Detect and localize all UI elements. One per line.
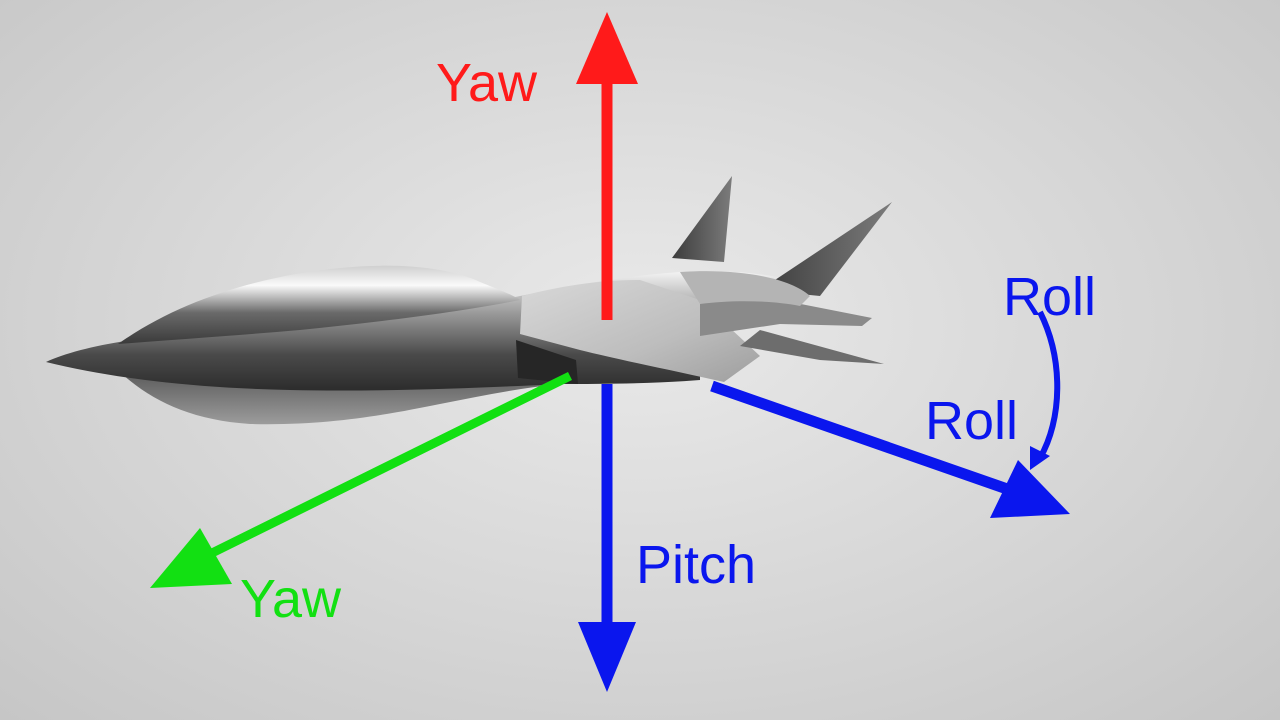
yaw-axis-up-arrowhead: [576, 12, 638, 84]
yaw-axis-green-arrowhead: [150, 528, 232, 588]
roll-top-label: Roll: [1003, 267, 1097, 327]
aircraft-canopy: [118, 265, 520, 344]
roll-rotation-arrowhead: [1030, 446, 1050, 470]
pitch-axis-arrowhead: [578, 622, 636, 692]
yaw-axis-up-arrow: [576, 12, 638, 320]
pitch-axis-arrow: [578, 384, 636, 692]
aircraft-lower-fin: [740, 330, 884, 364]
yaw-axis-green-arrow: [150, 371, 572, 588]
roll-axis-arrowhead: [990, 460, 1070, 518]
aircraft-illustration: [46, 176, 892, 425]
aircraft-fin-1: [672, 176, 732, 262]
roll-axis-arrow: [710, 380, 1070, 518]
aircraft-tailplane: [700, 296, 872, 336]
aircraft-fin-2: [760, 202, 892, 296]
roll-rotation-arrow: [1030, 310, 1061, 470]
yaw-green-label: Yaw: [240, 569, 342, 629]
yaw-up-label: Yaw: [436, 53, 538, 113]
aircraft-tail-cone: [680, 271, 810, 306]
roll-mid-label: Roll: [925, 391, 1019, 451]
aircraft-intake: [516, 340, 578, 384]
pitch-label: Pitch: [636, 535, 757, 595]
